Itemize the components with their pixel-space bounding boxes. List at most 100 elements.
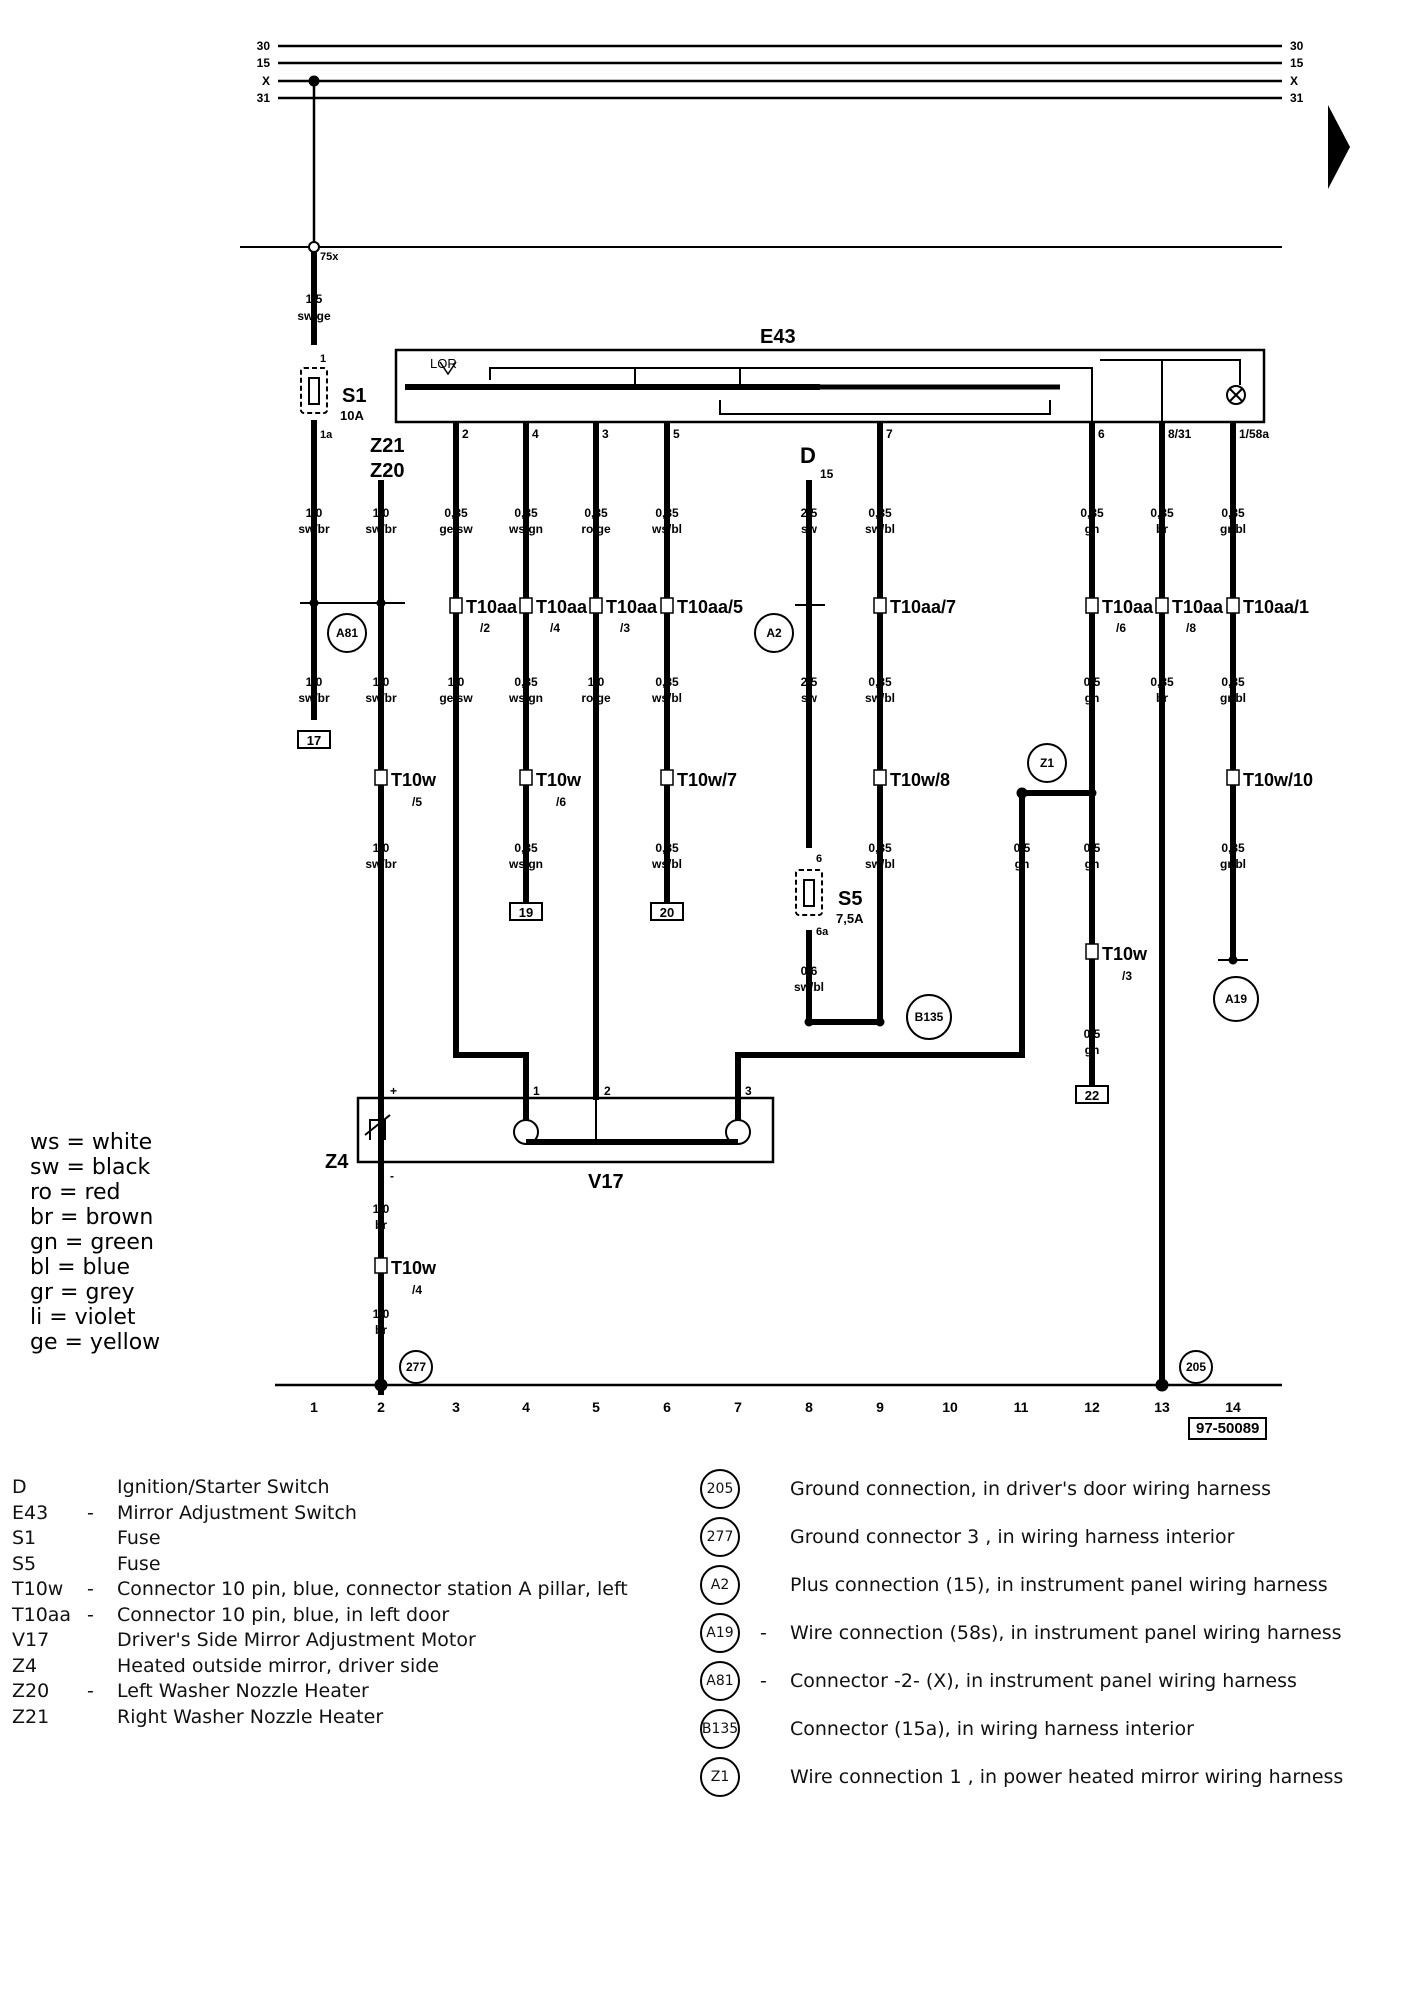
wire-size: 1,0	[373, 1202, 390, 1216]
wire-color: gn	[1085, 857, 1100, 871]
wire-size: 0,5	[1084, 841, 1101, 855]
connector-icon	[519, 769, 533, 786]
wire-color: gr/bl	[1220, 522, 1246, 536]
circle-label: 205	[1186, 1360, 1206, 1374]
part-dash: -	[87, 1578, 94, 1600]
pin-75x: 75x	[320, 251, 339, 263]
wire-z1-branch	[735, 790, 1092, 1090]
wire-color: gn	[1085, 691, 1100, 705]
ref-label: 17	[307, 733, 321, 748]
part-code: Z21	[12, 1705, 50, 1728]
column-number: 14	[1225, 1399, 1241, 1415]
z4-label: Z4	[325, 1151, 349, 1173]
fuse-s5	[803, 879, 815, 907]
connector-icon	[873, 597, 887, 614]
e43-label: E43	[760, 326, 796, 348]
part-code: Z4	[12, 1654, 38, 1677]
part-desc: Connector 10 pin, blue, connector statio…	[117, 1578, 628, 1600]
column-number: 1	[310, 1399, 318, 1415]
wire-motor1	[456, 1052, 529, 1090]
motor-pin: -	[390, 1169, 394, 1183]
connector-circle-a19	[1213, 976, 1259, 1022]
wire-color: br	[1156, 691, 1168, 705]
t10aa-label: T10aa/7	[890, 597, 956, 617]
wire-color: gn	[1085, 1043, 1100, 1057]
part-code: S5	[12, 1552, 37, 1575]
wire-color: ws/gn	[508, 522, 543, 536]
connection-symbol: A19	[700, 1613, 740, 1653]
wire-color: ws/gn	[508, 691, 543, 705]
t10w-label: T10w/10	[1243, 770, 1313, 790]
pin-6a: 6a	[816, 926, 829, 938]
e43-pin: 3	[602, 427, 609, 441]
ref-box	[297, 730, 331, 749]
wire-color: sw/bl	[865, 857, 895, 871]
wire-color: br	[375, 1323, 387, 1337]
connector-icon	[1226, 769, 1240, 786]
legend-row: br = brown	[30, 1205, 154, 1230]
part-code: V17	[12, 1629, 50, 1651]
continuation-arrow-icon	[1328, 105, 1350, 189]
motor-box	[356, 1096, 775, 1164]
wire-size: 0,35	[1221, 675, 1245, 689]
t10aa-label: T10aa	[466, 597, 518, 617]
t10aa-pin: /3	[620, 621, 630, 635]
t10w-pin: /6	[556, 795, 566, 809]
part-code: Z20	[12, 1680, 50, 1702]
legend-row: sw = black	[30, 1155, 151, 1180]
z20-label: Z20	[370, 460, 404, 482]
connector-icon	[660, 597, 674, 614]
parts-row: T10aa-Connector 10 pin, blue, in left do…	[12, 1603, 628, 1629]
parts-row: T10w-Connector 10 pin, blue, connector s…	[12, 1577, 628, 1603]
color-name: yellow	[89, 1330, 161, 1355]
motor-left-icon	[513, 1119, 539, 1145]
e43-pin: 1/58a	[1239, 427, 1269, 441]
t10w-label: T10w	[391, 1258, 437, 1278]
legend-row: bl = blue	[30, 1255, 131, 1280]
circle-label: A19	[1225, 992, 1247, 1006]
wire-color: gn	[1015, 857, 1030, 871]
part-desc: Connector 10 pin, blue, in left door	[117, 1603, 450, 1626]
part-dash	[87, 1475, 117, 1501]
parts-row: Z20-Left Washer Nozzle Heater	[12, 1679, 628, 1705]
wire-size: 0,35	[655, 675, 679, 689]
column-number: 3	[452, 1399, 460, 1415]
pin-1a: 1a	[320, 429, 333, 441]
connection-symbol: Z1	[700, 1757, 740, 1797]
color-code: ws	[30, 1130, 60, 1155]
connector-icon	[1155, 597, 1169, 614]
connector-icon	[374, 1257, 388, 1274]
wire-size: 1,5	[306, 292, 323, 306]
fuse-s1-outline	[300, 367, 328, 414]
color-code: sw	[30, 1155, 60, 1180]
lor-label: LOR	[430, 356, 457, 371]
motor-right-icon	[725, 1119, 751, 1145]
e43-pin: 6	[1098, 427, 1105, 441]
color-code: ro	[30, 1180, 53, 1205]
ref-box	[509, 902, 543, 921]
connector-icon	[1085, 943, 1099, 960]
part-desc: Driver's Side Mirror Adjustment Motor	[117, 1629, 476, 1651]
motor-pin: 3	[745, 1084, 752, 1098]
motor-pin: 2	[604, 1084, 611, 1098]
color-name: brown	[85, 1205, 154, 1230]
rail-label-30-right: 30	[1290, 39, 1304, 53]
heater-icon	[364, 1114, 391, 1140]
wire-size: 0,35	[1150, 675, 1174, 689]
column-number: 10	[942, 1399, 958, 1415]
wire-color: sw/br	[298, 522, 330, 536]
lor-symbol	[439, 361, 457, 376]
part-dash	[87, 1552, 117, 1578]
s1-rating: 10A	[340, 408, 364, 423]
ref-box	[1075, 1085, 1109, 1104]
column-number: 4	[522, 1399, 530, 1415]
part-dash	[87, 1705, 117, 1731]
legend-row: ws = white	[30, 1130, 153, 1155]
wire-color: ws/bl	[651, 522, 682, 536]
document-reference: 97-50089	[1188, 1417, 1268, 1440]
lamp-icon	[1226, 385, 1246, 405]
